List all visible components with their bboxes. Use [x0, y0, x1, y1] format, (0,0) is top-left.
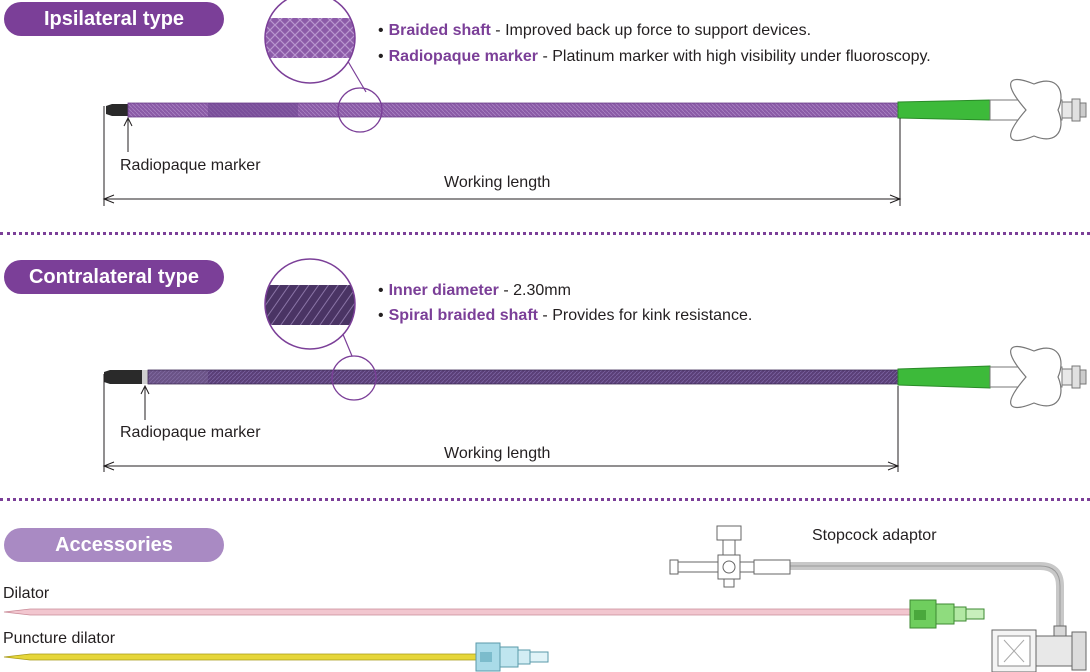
- dilator-label: Dilator: [3, 585, 50, 602]
- puncture-dilator-label: Puncture dilator: [3, 630, 116, 647]
- braid-zoom-callout-ipsi: [264, 0, 383, 133]
- stopcock-adaptor-illustration: [669, 525, 1087, 672]
- bullet-desc: - Improved back up force to support devi…: [490, 22, 812, 39]
- bullet-spiral-braided-shaft: •Spiral braided shaft - Provides for kin…: [378, 307, 753, 324]
- braid-zoom-callout-contra: [264, 258, 377, 401]
- contralateral-sheath: [104, 346, 1087, 408]
- radiopaque-marker-label-ipsi: Radiopaque marker: [120, 157, 261, 174]
- section-title-ipsilateral: Ipsilateral type: [4, 2, 224, 36]
- bullet-term: Braided shaft: [388, 22, 491, 39]
- puncture-dilator-illustration: [3, 642, 549, 672]
- dilator-illustration: [3, 599, 985, 629]
- radiopaque-marker-label-contra: Radiopaque marker: [120, 424, 261, 441]
- working-length-dimension-ipsi: [102, 106, 902, 206]
- bullet-inner-diameter: •Inner diameter - 2.30mm: [378, 282, 571, 299]
- divider-2: [0, 498, 1090, 501]
- marker-arrow-contra: [140, 384, 150, 420]
- bullet-term: Inner diameter: [388, 282, 499, 299]
- bullet-term: Radiopaque marker: [388, 48, 538, 65]
- bullet-term: Spiral braided shaft: [388, 307, 538, 324]
- bullet-desc: - 2.30mm: [498, 282, 571, 299]
- marker-arrow-ipsi: [123, 116, 133, 152]
- bullet-desc: - Provides for kink resistance.: [537, 307, 753, 324]
- divider-1: [0, 232, 1090, 235]
- bullet-braided-shaft: •Braided shaft - Improved back up force …: [378, 22, 812, 39]
- section-title-accessories: Accessories: [4, 528, 224, 562]
- working-length-label-ipsi: Working length: [444, 174, 551, 191]
- ipsilateral-sheath: [106, 79, 1087, 141]
- bullet-radiopaque-marker: •Radiopaque marker - Platinum marker wit…: [378, 48, 931, 65]
- bullet-desc: - Platinum marker with high visibility u…: [538, 48, 931, 65]
- stopcock-adaptor-label: Stopcock adaptor: [812, 527, 937, 544]
- working-length-label-contra: Working length: [444, 445, 551, 462]
- working-length-dimension-contra: [102, 374, 900, 472]
- section-title-contralateral: Contralateral type: [4, 260, 224, 294]
